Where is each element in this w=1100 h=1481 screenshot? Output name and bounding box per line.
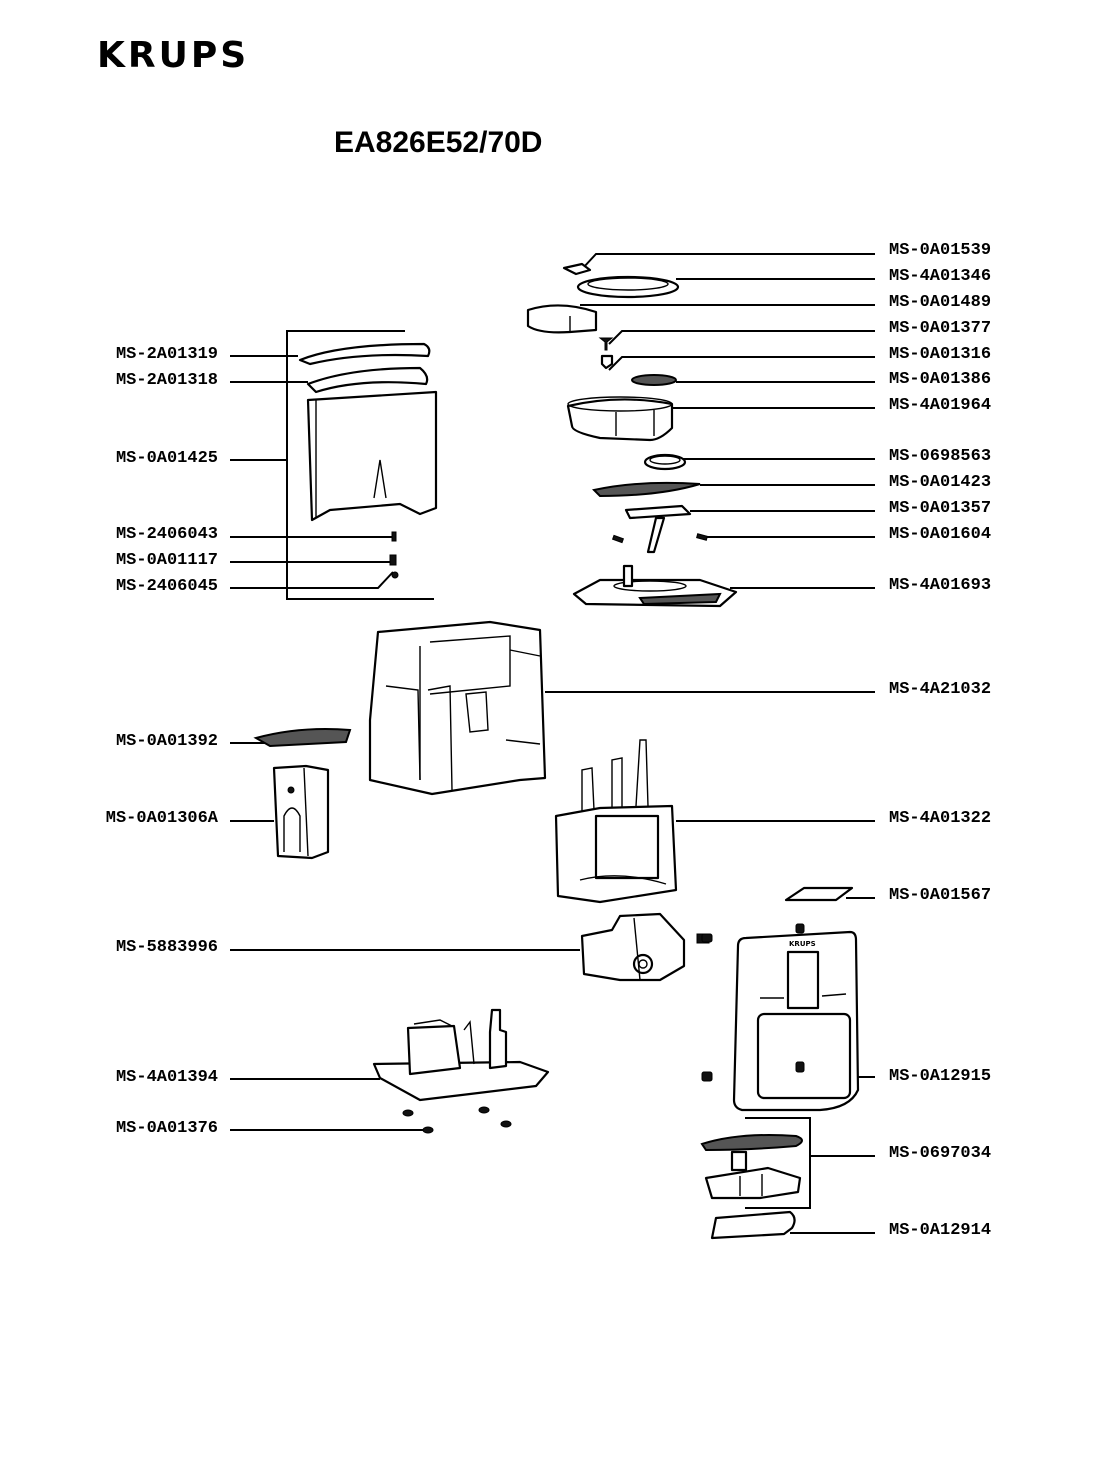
part-label: MS-0A01392: [115, 732, 218, 751]
part-0A01377-screw: [598, 337, 614, 351]
model-number: EA826E52/70D: [334, 126, 543, 159]
part-label: MS-4A01964: [889, 396, 992, 415]
part-4A01394-base: [372, 1008, 550, 1102]
part-0A01489-lid-cover: [526, 304, 598, 334]
part-0A01567-label-sheet: [784, 886, 854, 902]
part-label: MS-0A01567: [889, 886, 992, 905]
part-label: MS-0A01604: [889, 525, 992, 544]
part-2A01319-tank-handle-top: [298, 342, 431, 366]
part-4A01693-top-cover: [572, 564, 738, 608]
part-label: MS-0A01386: [889, 370, 992, 389]
leader-0A01316: [608, 356, 875, 371]
part-label: MS-4A01693: [889, 576, 992, 595]
part-2406043-pin: [391, 531, 397, 542]
part-0A01604-screws: [611, 533, 708, 544]
part-label: MS-0A01489: [889, 293, 992, 312]
part-0A12915-front-panel: [701, 923, 860, 1112]
part-label: MS-0A01539: [889, 241, 992, 260]
leader-0A01377: [608, 330, 875, 345]
part-label: MS-0A01357: [889, 499, 992, 518]
part-label: MS-0A01423: [889, 473, 992, 492]
part-0698563-seal-ring: [643, 453, 687, 471]
part-label: MS-0A01425: [115, 449, 218, 468]
part-label: MS-4A01394: [115, 1068, 218, 1087]
part-0A01386-burr: [631, 374, 677, 386]
leader-2406045: [230, 571, 394, 589]
part-0A01376-feet: [402, 1106, 512, 1134]
brand-logo: KRUPS: [97, 35, 250, 76]
part-4A21032-frame: [368, 620, 547, 796]
part-0A12914-tray-front: [710, 1210, 796, 1240]
part-0697034-drip-tray: [700, 1134, 803, 1200]
part-label: MS-0698563: [889, 447, 992, 466]
part-0A01539-clip: [562, 262, 592, 276]
part-4A01964-bean-hopper: [566, 396, 674, 442]
leader-0A01539: [582, 253, 875, 269]
part-label: MS-0A12915: [889, 1067, 992, 1086]
bracket-drip-tray: [745, 1117, 811, 1209]
part-label: MS-2A01318: [115, 371, 218, 390]
part-0A01392-drip-grid: [253, 728, 352, 748]
part-label: MS-0A01376: [115, 1119, 218, 1138]
part-label: MS-0A01306A: [105, 809, 218, 828]
part-label: MS-4A01346: [889, 267, 992, 286]
part-2406045-spring: [391, 571, 399, 579]
part-0A01117-valve: [389, 554, 397, 566]
part-label: MS-0A12914: [889, 1221, 992, 1240]
part-4A01346-hopper-lid: [576, 275, 680, 299]
bracket-water-tank: [286, 330, 434, 600]
part-0A01425-water-tank: [306, 390, 438, 522]
part-5883996-pump: [580, 912, 686, 982]
part-label: MS-4A21032: [889, 680, 992, 699]
part-4A01322-brew-unit-housing: [554, 739, 678, 904]
part-label: MS-0A01377: [889, 319, 992, 338]
part-0A01306A-grounds-container: [272, 764, 330, 860]
part-label: MS-2406043: [115, 525, 218, 544]
part-label: MS-0A01316: [889, 345, 992, 364]
part-label: MS-5883996: [115, 938, 218, 957]
leader-lines-right: [545, 253, 875, 1234]
part-label: MS-4A01322: [889, 809, 992, 828]
part-label: MS-2406045: [115, 577, 218, 596]
part-label: MS-0697034: [889, 1144, 992, 1163]
leader-lines-left: [230, 330, 811, 1209]
front-panel-logo: KRUPS: [789, 940, 816, 948]
part-0A01316-knob: [600, 354, 614, 370]
part-label: MS-2A01319: [115, 345, 218, 364]
part-label: MS-0A01117: [115, 551, 218, 570]
part-0A01423-filter-grid: [591, 481, 701, 498]
part-0A01357-chute: [624, 504, 692, 554]
part-2A01318-tank-handle: [306, 366, 429, 394]
